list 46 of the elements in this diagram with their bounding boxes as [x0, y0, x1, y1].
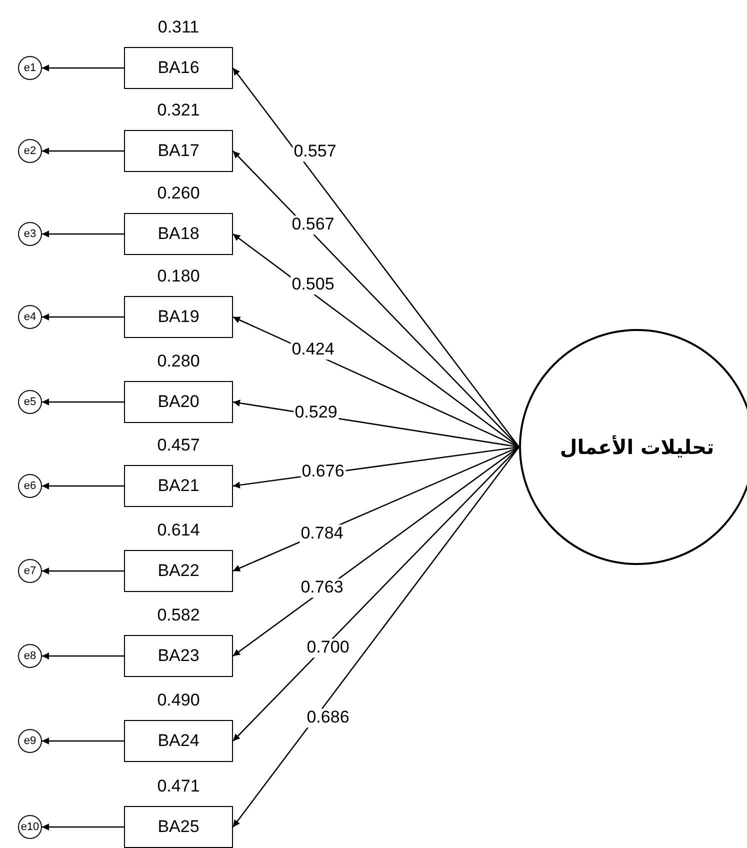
arrow: [42, 148, 124, 154]
variable-box: BA16: [124, 47, 233, 89]
edge-label: 0.686: [306, 708, 350, 728]
arrow: [42, 314, 124, 320]
arrow: [232, 68, 520, 448]
variable-box: BA22: [124, 550, 233, 592]
edge-label: 0.529: [294, 404, 338, 422]
arrow: [232, 233, 520, 448]
edge-label: 0.424: [290, 340, 336, 360]
error-circle: e7: [18, 559, 42, 583]
variable-box: BA20: [124, 381, 233, 423]
variable-box: BA19: [124, 296, 233, 338]
arrow: [42, 652, 124, 660]
arrow: [42, 568, 124, 574]
edge-label: 0.784: [300, 524, 344, 544]
edge-label: 0.557: [292, 142, 338, 162]
arrow: [42, 64, 124, 72]
error-circle: e1: [18, 56, 42, 80]
variable-box: BA25: [124, 806, 233, 848]
latent-circle: تحليلات الأعمال: [519, 329, 747, 565]
variable-box: BA17: [124, 130, 233, 172]
error-circle: e5: [18, 390, 42, 414]
variable-box: BA24: [124, 720, 233, 762]
error-circle: e8: [18, 644, 42, 668]
error-circle: e4: [18, 305, 42, 329]
edge-label: 0.505: [290, 276, 336, 294]
edge-label: 0.763: [300, 578, 344, 598]
arrow: [42, 398, 124, 406]
variable-box: BA21: [124, 465, 233, 507]
error-circle: e9: [18, 729, 42, 753]
arrow: [42, 824, 124, 830]
edge-label: 0.700: [306, 638, 350, 658]
arrow: [232, 446, 520, 657]
variable-box: BA23: [124, 635, 233, 677]
arrow: [42, 482, 124, 490]
error-circle: e3: [18, 222, 42, 246]
arrow: [42, 738, 124, 744]
error-circle: e10: [18, 815, 42, 839]
variable-box: BA18: [124, 213, 233, 255]
arrow: [232, 446, 520, 742]
arrow: [42, 230, 124, 238]
arrow: [232, 150, 520, 448]
error-circle: e6: [18, 474, 42, 498]
edge-label: 0.567: [290, 216, 336, 234]
error-circle: e2: [18, 139, 42, 163]
arrow: [232, 446, 520, 828]
